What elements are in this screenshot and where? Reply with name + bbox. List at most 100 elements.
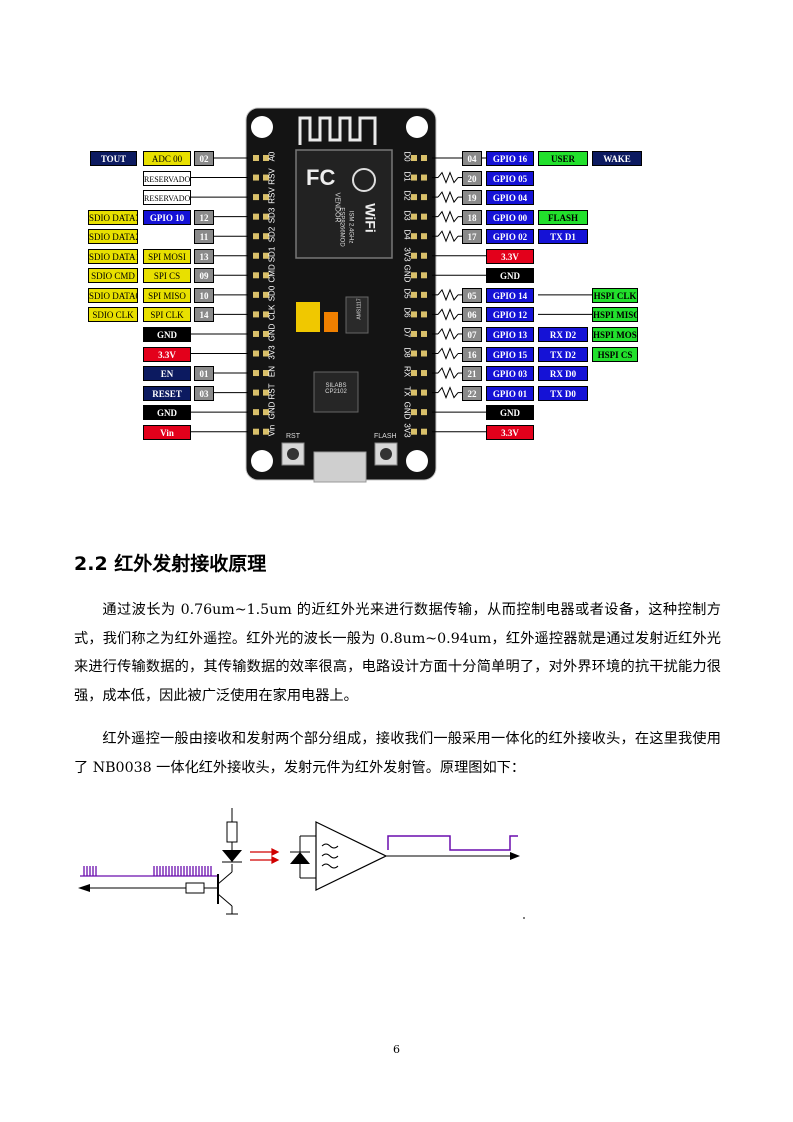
header-pin (263, 311, 269, 318)
pin-tag-right: USER (538, 151, 588, 166)
pin-tag-left: TOUT (90, 151, 137, 166)
arrow-icon (78, 884, 90, 892)
pwm-squiggle-icon (437, 210, 459, 223)
pin-tag-left: SDIO DATA0 (88, 287, 138, 303)
pin-tag-left: GPIO 10 (143, 209, 191, 225)
capacitor-orange (324, 312, 338, 332)
pin-tag-right: 21 (462, 366, 482, 382)
board-pin-label: D0 (402, 151, 412, 162)
header-pin (263, 194, 269, 201)
pin-tag-right: GPIO 01 (486, 385, 534, 401)
pin-tag-right: GPIO 02 (486, 229, 534, 245)
wifi-logo: WiFi (362, 203, 379, 233)
nodemcu-board (191, 107, 592, 483)
header-pin (253, 389, 259, 396)
arrow-icon (510, 852, 520, 860)
header-pin (253, 409, 259, 416)
board-pin-label: RST (267, 383, 277, 400)
pin-tag-right: 16 (462, 346, 482, 362)
header-pin (421, 194, 427, 201)
pwm-squiggle-icon (437, 229, 459, 243)
board-pin-label: EN (267, 365, 277, 378)
schematic-dot (523, 917, 525, 919)
pin-tag-left: RESET (143, 385, 191, 401)
header-pin (263, 174, 269, 181)
header-pin (263, 330, 269, 337)
board-pin-label: D1 (402, 170, 412, 182)
header-pin (253, 370, 259, 377)
header-pin (253, 194, 259, 201)
board-pin-label: CLK (267, 305, 277, 321)
board-pin-label: A0 (267, 151, 277, 162)
flash-button-cap-icon (380, 448, 392, 460)
header-pin (421, 428, 427, 435)
board-pin-label: GND (402, 401, 412, 420)
board-pin-label: RSV (267, 187, 277, 204)
header-pin (411, 233, 417, 240)
pwm-squiggle-icon (437, 171, 459, 184)
pin-tag-right: 3.3V (486, 248, 534, 264)
header-pin (253, 213, 259, 220)
mounting-hole-icon (406, 450, 428, 472)
output-waveform (387, 835, 518, 851)
photodiode-icon (290, 852, 310, 864)
pin-tag-right: GPIO 16 (486, 151, 534, 166)
header-pin (263, 370, 269, 377)
header-pin (411, 155, 417, 161)
board-pin-label: 3V3 (402, 247, 412, 262)
regulator-chip (345, 296, 369, 334)
board-pin-label: SD0 (267, 285, 277, 302)
pin-tag-left: 03 (194, 385, 214, 401)
pin-tag-left: GND (143, 405, 191, 421)
pin-tag-left: SPI MISO (143, 287, 191, 303)
header-pin (263, 389, 269, 396)
pin-tag-left: SDIO CLK (88, 307, 138, 323)
pin-tag-right: TX D0 (538, 385, 588, 401)
pin-tag-right: GPIO 15 (486, 346, 534, 362)
pin-tag-left: 13 (194, 248, 214, 264)
pin-tag-right: 20 (462, 170, 482, 186)
pin-tag-right: GPIO 12 (486, 307, 534, 323)
header-pin (421, 389, 427, 396)
esp-module-shield (295, 149, 393, 259)
amplifier-icon (315, 821, 388, 891)
board-pin-label: GND (267, 323, 277, 342)
pin-tag-right: GND (486, 268, 534, 284)
header-pin (253, 233, 259, 240)
pin-tag-left: SDIO DATA3 (88, 209, 138, 225)
pin-tag-right: 07 (462, 326, 482, 342)
header-pin (253, 252, 259, 259)
pin-tag-left: 09 (194, 268, 214, 284)
header-pin (421, 370, 427, 377)
header-pin (253, 428, 259, 435)
header-pin (411, 174, 417, 181)
header-pin (253, 311, 259, 318)
board-pin-label: D8 (402, 346, 412, 358)
ir-led-icon (222, 850, 242, 862)
board-pin-label: GND (267, 401, 277, 420)
board-pin-label: CMD (267, 264, 277, 283)
board-pin-label: 3V3 (402, 423, 412, 438)
pin-tag-left: SPI MOSI (143, 248, 191, 264)
pin-tag-left: RESERVADO (143, 170, 191, 186)
pin-tag-left: 12 (194, 209, 214, 225)
board-pin-label: D4 (402, 229, 412, 240)
header-pin (263, 350, 269, 357)
rst-button-cap-icon (287, 448, 299, 460)
board-pin-label: D6 (402, 307, 412, 318)
pin-tag-right: 3.3V (486, 424, 534, 440)
header-pin (421, 233, 427, 240)
usb-uart-chip (313, 371, 359, 413)
header-pin (411, 350, 417, 357)
header-pin (263, 409, 269, 416)
module-model-text: ESP8266MOD (338, 207, 345, 247)
header-pin (253, 272, 259, 279)
header-pin (263, 233, 269, 240)
header-pin (253, 350, 259, 357)
header-pin (421, 409, 427, 416)
pin-tag-left: SDIO DATA2 (88, 229, 138, 245)
pin-tag-right: 05 (462, 287, 482, 303)
header-pin (411, 370, 417, 377)
header-pin (421, 272, 427, 279)
header-pin (411, 252, 417, 259)
